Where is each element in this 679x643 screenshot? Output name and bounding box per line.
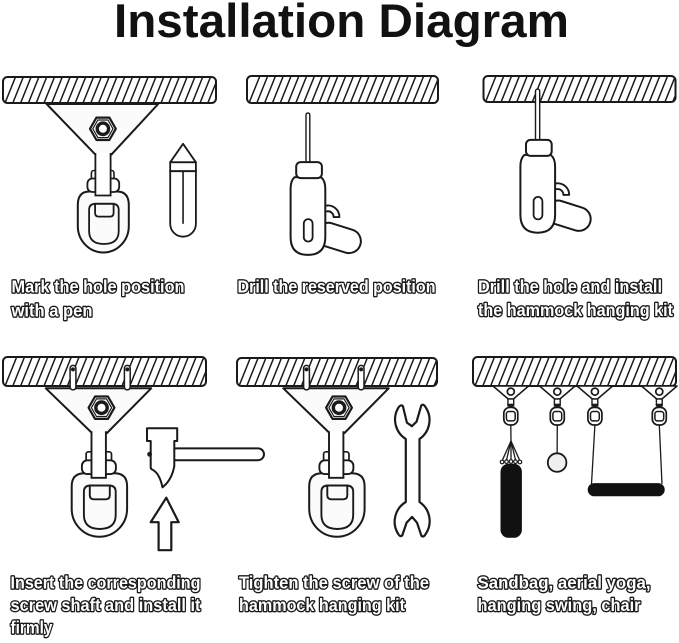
svg-text:Drill the reserved position: Drill the reserved position xyxy=(238,277,436,297)
svg-text:Tighten the screw of the: Tighten the screw of the xyxy=(239,573,429,593)
svg-text:Installation Diagram: Installation Diagram xyxy=(114,0,569,47)
svg-text:Insert the corresponding: Insert the corresponding xyxy=(11,573,201,593)
svg-text:hanging swing, chair: hanging swing, chair xyxy=(478,595,641,615)
svg-text:hammock hanging kit: hammock hanging kit xyxy=(239,595,405,615)
svg-text:the hammock hanging kit: the hammock hanging kit xyxy=(478,300,673,320)
svg-text:Sandbag, aerial yoga,: Sandbag, aerial yoga, xyxy=(478,573,651,593)
svg-text:firmly: firmly xyxy=(11,618,53,638)
svg-text:screw shaft and install it: screw shaft and install it xyxy=(11,595,201,615)
svg-text:with a pen: with a pen xyxy=(11,300,93,320)
svg-text:Drill the hole and install: Drill the hole and install xyxy=(478,277,662,297)
svg-text:Mark the hole position: Mark the hole position xyxy=(12,277,185,297)
